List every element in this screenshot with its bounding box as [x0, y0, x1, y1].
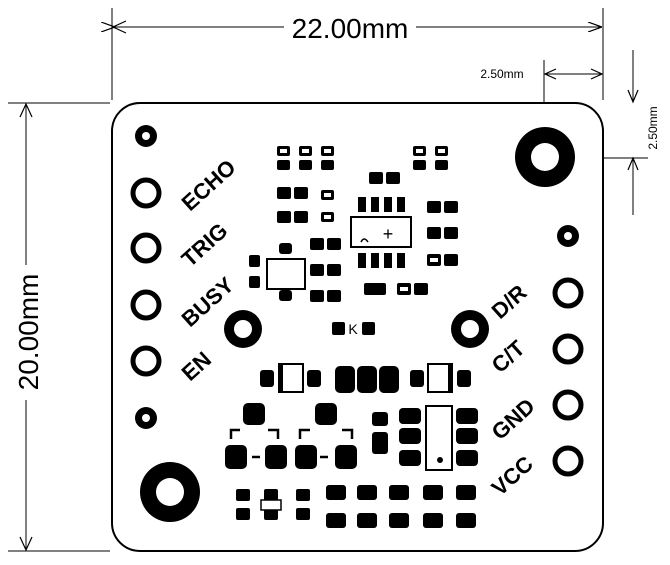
- width-dimension: 22.00mm: [112, 8, 604, 100]
- smd-bottom-row: [236, 485, 476, 528]
- pin-pad-gnd: [552, 389, 584, 421]
- smd-large-pads: [225, 403, 478, 471]
- mounting-hole-top-right: [515, 127, 575, 187]
- pin-pad-vcc: [552, 445, 584, 477]
- height-dimension: 20.00mm: [8, 102, 110, 552]
- pin-pad-echo: [130, 177, 162, 209]
- pad-inner-highlights: [280, 149, 445, 291]
- transducer-pad-right: [451, 310, 489, 348]
- ic-pin1-mark: [360, 238, 369, 243]
- mounting-hole-bottom-left: [140, 462, 200, 522]
- hole-offset-x-dimension: 2.50mm: [480, 60, 604, 130]
- pin-pad-ct: [552, 333, 584, 365]
- smd-resistor: [277, 146, 448, 170]
- pin-pad-dr: [552, 277, 584, 309]
- silkscreen-brackets: [229, 428, 354, 459]
- smd-diode-right: [410, 363, 471, 393]
- left-pin-header: [130, 177, 162, 377]
- k-mark-label: K: [348, 321, 358, 337]
- hole-offset-y-dimension: 2.50mm: [595, 50, 660, 215]
- smd-capacitor: [277, 172, 458, 302]
- smd-component-group: [225, 146, 478, 528]
- smd-diode-left: [260, 363, 321, 393]
- ic-chip: [350, 197, 412, 268]
- ic-plus-mark: +: [383, 224, 394, 244]
- right-pin-header: [552, 277, 584, 477]
- via-left-lower-inner: [142, 414, 150, 422]
- board-outline: [111, 102, 604, 552]
- height-label: 20.00mm: [13, 274, 44, 391]
- pin-pad-trig: [130, 232, 162, 264]
- via-right-upper-inner: [564, 232, 572, 240]
- hole-offset-y-label: 2.50mm: [646, 106, 660, 149]
- transducer-pad-left: [224, 310, 262, 348]
- smd-inductor: [335, 366, 399, 393]
- pin-pad-en: [130, 345, 162, 377]
- pin-pad-busy: [130, 289, 162, 321]
- via-top-left-inner: [142, 132, 150, 140]
- diode-k-marker: [332, 322, 375, 335]
- width-label: 22.00mm: [292, 13, 409, 44]
- smd-transistor: [249, 243, 306, 301]
- hole-offset-x-label: 2.50mm: [480, 67, 523, 81]
